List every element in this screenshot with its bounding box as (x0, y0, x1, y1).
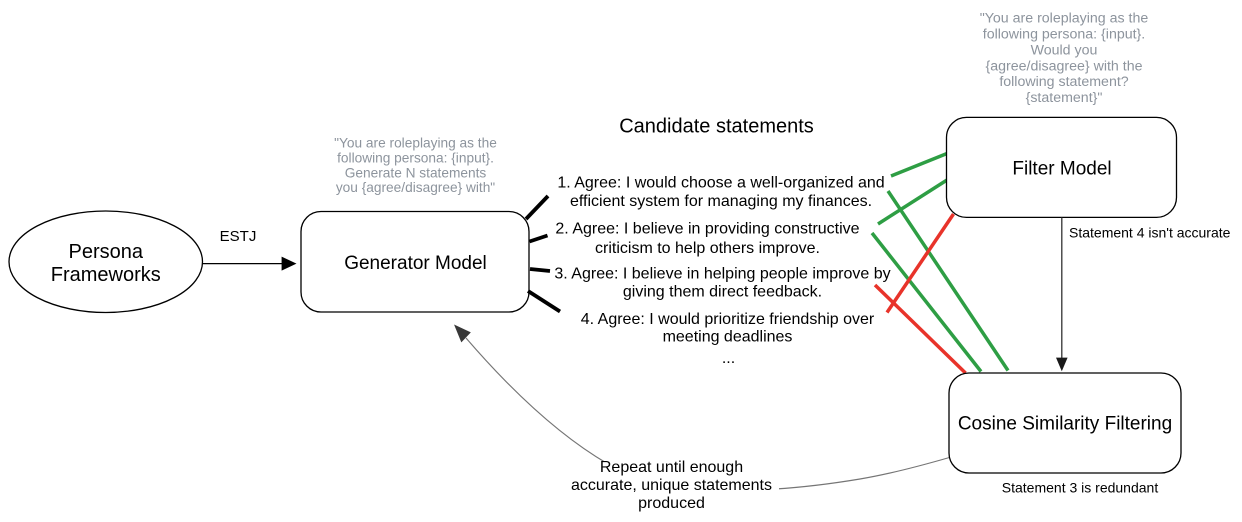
svg-text:criticism to help others impro: criticism to help others improve. (595, 240, 820, 257)
svg-text:meeting deadlines: meeting deadlines (663, 329, 793, 346)
svg-text:Filter Model: Filter Model (1012, 159, 1111, 180)
svg-text:accurate, unique statements: accurate, unique statements (571, 477, 772, 494)
svg-text:2. Agree: I believe in providi: 2. Agree: I believe in providing constru… (555, 221, 859, 238)
svg-text:following persona: {input}.: following persona: {input}. (983, 26, 1145, 42)
svg-text:Generate N statements: Generate N statements (345, 165, 487, 180)
svg-text:...: ... (722, 350, 735, 367)
svg-text:{agree/disagree} with the: {agree/disagree} with the (986, 58, 1143, 74)
svg-text:1. Agree: I would choose a wel: 1. Agree: I would choose a well-organize… (557, 175, 884, 192)
svg-text:Statement 4 isn't accurate: Statement 4 isn't accurate (1069, 224, 1231, 240)
svg-text:following statement?: following statement? (999, 74, 1128, 90)
svg-text:ESTJ: ESTJ (220, 228, 257, 245)
svg-text:Persona: Persona (69, 241, 144, 263)
svg-text:Would you: Would you (1031, 42, 1098, 58)
svg-text:Candidate statements: Candidate statements (619, 115, 814, 137)
svg-text:efficient system for managing: efficient system for managing my finance… (570, 193, 872, 210)
svg-text:produced: produced (638, 495, 705, 512)
svg-text:4. Agree: I would prioritize f: 4. Agree: I would prioritize friendship … (581, 311, 875, 328)
svg-text:Cosine Similarity Filtering: Cosine Similarity Filtering (958, 414, 1172, 435)
svg-text:Statement 3 is redundant: Statement 3 is redundant (1002, 479, 1159, 495)
svg-text:giving them direct feedback.: giving them direct feedback. (623, 284, 822, 301)
svg-text:{statement}": {statement}" (1026, 90, 1103, 106)
svg-text:Frameworks: Frameworks (51, 264, 161, 286)
svg-text:following persona: {input}.: following persona: {input}. (337, 150, 494, 165)
svg-text:you {agree/disagree} with": you {agree/disagree} with" (336, 180, 495, 195)
svg-text:"You are roleplaying as the: "You are roleplaying as the (980, 11, 1149, 27)
svg-text:Repeat until enough: Repeat until enough (600, 459, 743, 476)
svg-text:"You are roleplaying as the: "You are roleplaying as the (334, 136, 497, 151)
svg-text:3. Agree: I believe in helping: 3. Agree: I believe in helping people im… (554, 266, 890, 283)
svg-text:Generator Model: Generator Model (344, 253, 487, 274)
